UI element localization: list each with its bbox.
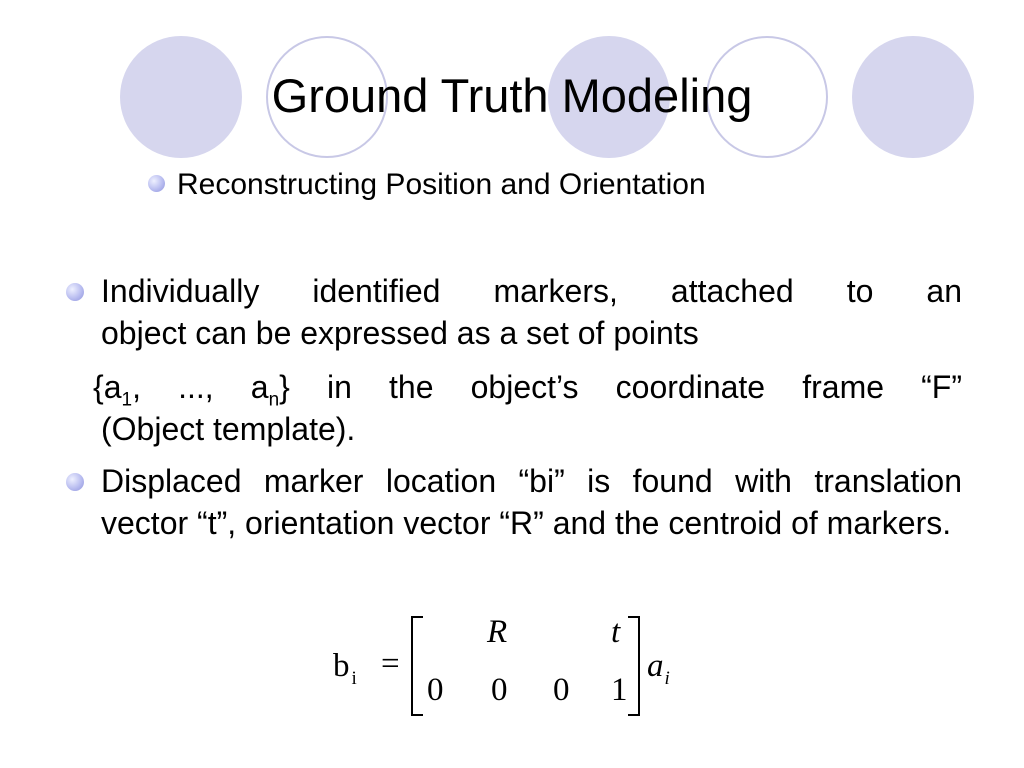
bullet-displaced-text: Displaced marker location “bi” is found … bbox=[101, 463, 962, 541]
bullet-markers: Individually identified markers, attache… bbox=[66, 270, 962, 354]
bullet-displaced: Displaced marker location “bi” is found … bbox=[66, 460, 962, 544]
decor-circle-4 bbox=[706, 36, 828, 158]
matrix-row2-c3: 0 bbox=[553, 672, 570, 708]
decor-circle-1 bbox=[120, 36, 242, 158]
matrix-row2-c4: 1 bbox=[611, 672, 628, 708]
eq-equals: = bbox=[381, 646, 400, 682]
sub-bullet: Reconstructing Position and Orientation bbox=[148, 166, 706, 204]
decor-circle-5 bbox=[852, 36, 974, 158]
points-mid: , ..., a bbox=[132, 369, 269, 405]
eq-lhs-b: b bbox=[333, 648, 350, 684]
points-rest: } in the object’s coordinate frame “F” bbox=[279, 369, 963, 405]
eq-rhs-a: a bbox=[647, 648, 664, 684]
points-open: {a bbox=[93, 369, 122, 405]
matrix-row2-c1: 0 bbox=[427, 672, 444, 708]
bullet-markers-line2: object can be expressed as a set of poin… bbox=[101, 315, 699, 351]
bullet-markers-line1: Individually identified markers, attache… bbox=[101, 273, 962, 309]
slide-title: Ground Truth Modeling bbox=[271, 69, 753, 122]
matrix-left-bracket bbox=[411, 616, 423, 716]
decor-circle-3 bbox=[548, 36, 670, 158]
bullet-dot-icon bbox=[66, 283, 84, 301]
decor-circle-2 bbox=[266, 36, 388, 158]
points-sub-n: n bbox=[268, 389, 280, 411]
matrix-t: t bbox=[611, 614, 621, 650]
matrix-row2-c2: 0 bbox=[491, 672, 508, 708]
eq-lhs-sub: i bbox=[351, 668, 357, 689]
matrix-right-bracket bbox=[628, 616, 640, 716]
matrix-R: R bbox=[487, 614, 508, 650]
sub-bullet-text: Reconstructing Position and Orientation bbox=[177, 168, 706, 201]
points-set-paragraph: {a1, ..., an} in the object’s coordinate… bbox=[93, 366, 963, 450]
points-sub-1: 1 bbox=[121, 389, 133, 411]
eq-rhs-sub: i bbox=[664, 668, 670, 689]
bullet-dot-icon bbox=[66, 473, 84, 491]
points-set-line2: (Object template). bbox=[101, 411, 356, 447]
bullet-dot-icon bbox=[148, 174, 165, 192]
